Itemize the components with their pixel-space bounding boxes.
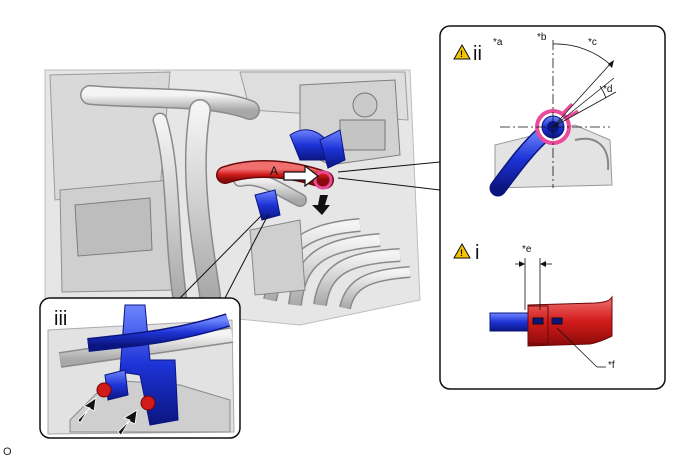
- label-a: *a: [493, 37, 503, 48]
- label-d: *d: [603, 84, 612, 95]
- arrow-icon: [117, 409, 138, 436]
- leader-lines: [179, 161, 441, 299]
- main-engine-illustration: [44, 69, 421, 326]
- warning-icon: [453, 242, 471, 259]
- marker-a-label: A: [270, 164, 278, 178]
- label-e: *e: [522, 244, 532, 255]
- arrow-icon: [77, 397, 97, 424]
- callout-ii-title: ii: [473, 43, 482, 65]
- warning-icon: [453, 43, 471, 60]
- svg-text:!: !: [460, 248, 463, 258]
- angle-arrow-c: [608, 60, 614, 68]
- label-f: *f: [608, 360, 615, 371]
- callout-panel-right: [439, 25, 666, 390]
- callout-i-title: i: [475, 242, 479, 264]
- callout-ii-header: ! ii: [453, 43, 482, 65]
- callout-iii-title: iii: [54, 308, 67, 330]
- marker-a: A: [270, 164, 319, 188]
- arrow-icon: [312, 195, 330, 215]
- callout-i-illustration: [489, 295, 613, 347]
- svg-text:!: !: [460, 49, 463, 59]
- callout-i-dimension-lines: [515, 258, 606, 368]
- dimension-arrows-e: [519, 261, 546, 267]
- callout-ii-illustration: [489, 102, 613, 197]
- callout-ii-dimension-lines: [500, 40, 617, 188]
- callout-iii-illustration: [47, 304, 235, 435]
- arrow-icon: [283, 164, 319, 188]
- callout-i-header: ! i: [453, 242, 479, 264]
- figure-code: O: [3, 446, 12, 458]
- label-c: *c: [588, 37, 597, 48]
- label-b: *b: [537, 32, 547, 43]
